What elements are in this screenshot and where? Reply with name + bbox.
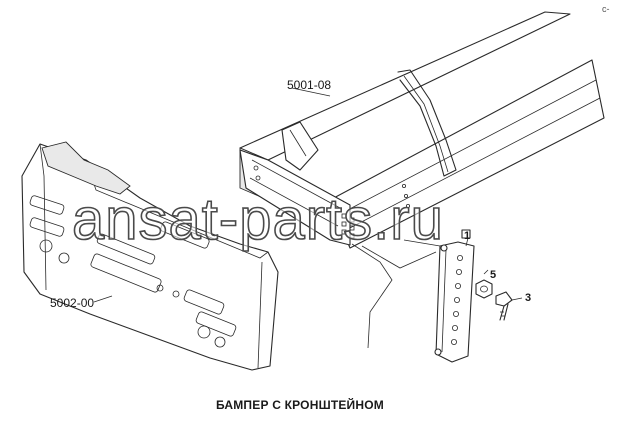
bolt-callout: 3: [525, 292, 532, 304]
frame-assembly: [239, 11, 605, 249]
bracket-part: [434, 229, 475, 363]
bracket-holes: [450, 254, 463, 345]
bumper-part-number: 5002-00: [50, 296, 95, 310]
bumper-slots: [29, 195, 237, 337]
bumper-lamp-holes: [39, 239, 226, 348]
bolt-part: [495, 291, 513, 321]
frame-rear-crossmember: [397, 69, 457, 177]
frame-mount-holes: [253, 165, 410, 239]
nut-callout: 5: [490, 269, 497, 281]
frame-front-crossmember: [239, 149, 351, 246]
bracket-callout: 1: [464, 230, 471, 242]
diagram-caption: БАМПЕР С КРОНШТЕЙНОМ: [216, 398, 384, 412]
bumper-assembly: [21, 141, 279, 371]
watermark-text: ansat-parts.ru: [71, 186, 444, 253]
frame-part-number: 5001-08: [287, 78, 332, 92]
nut-part: [475, 279, 493, 299]
leader-lines: [93, 87, 523, 349]
corner-mark: c-: [602, 4, 610, 14]
bumper-top-flange: [41, 141, 131, 195]
